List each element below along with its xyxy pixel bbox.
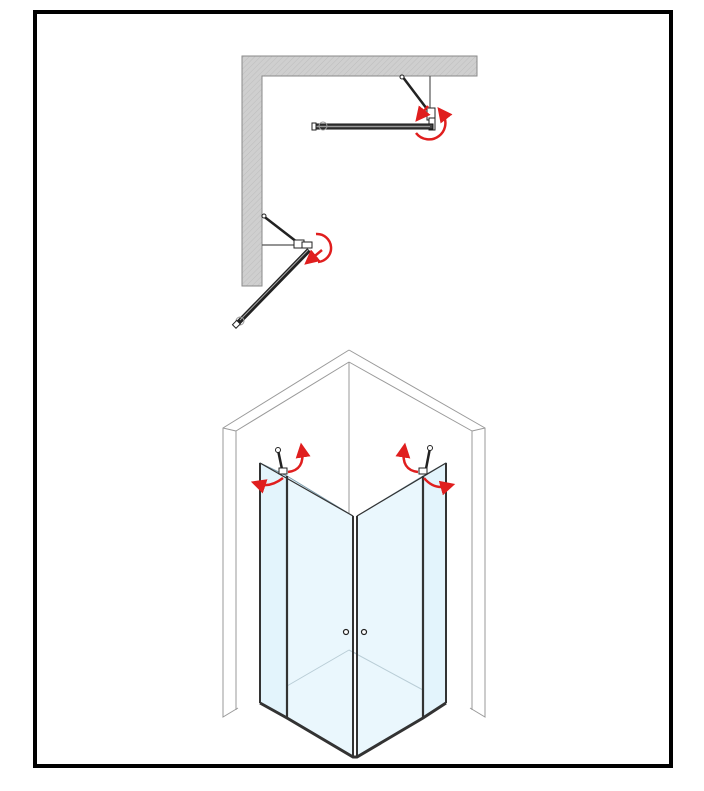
rotate-clockwise-arrow-icon: [315, 232, 333, 264]
iso-profiles: [259, 462, 447, 759]
iso-right-handle: [360, 628, 368, 636]
iso-left-hinge-assembly: [250, 442, 311, 494]
iso-left-door-panel: [286, 475, 354, 757]
plan-top-door: [311, 74, 453, 141]
swing-arrows-icon: [395, 442, 419, 474]
plan-left-door: [231, 213, 333, 329]
plan-left-stabilizer-arm: [261, 214, 298, 243]
iso-right-fixed-panel: [422, 462, 447, 718]
isometric-view: [222, 349, 486, 759]
plan-view: [231, 55, 478, 329]
plan-left-door-panel: [236, 248, 311, 325]
rotate-clockwise-arrow-icon: [415, 107, 453, 141]
iso-right-door-panel: [356, 475, 424, 757]
swing-arrows-icon: [287, 442, 311, 474]
plan-wall: [241, 55, 478, 287]
plan-top-handle: [318, 121, 328, 131]
iso-left-fixed-panel: [259, 462, 288, 718]
iso-right-hinge-assembly: [395, 442, 456, 496]
iso-left-handle: [342, 628, 350, 636]
